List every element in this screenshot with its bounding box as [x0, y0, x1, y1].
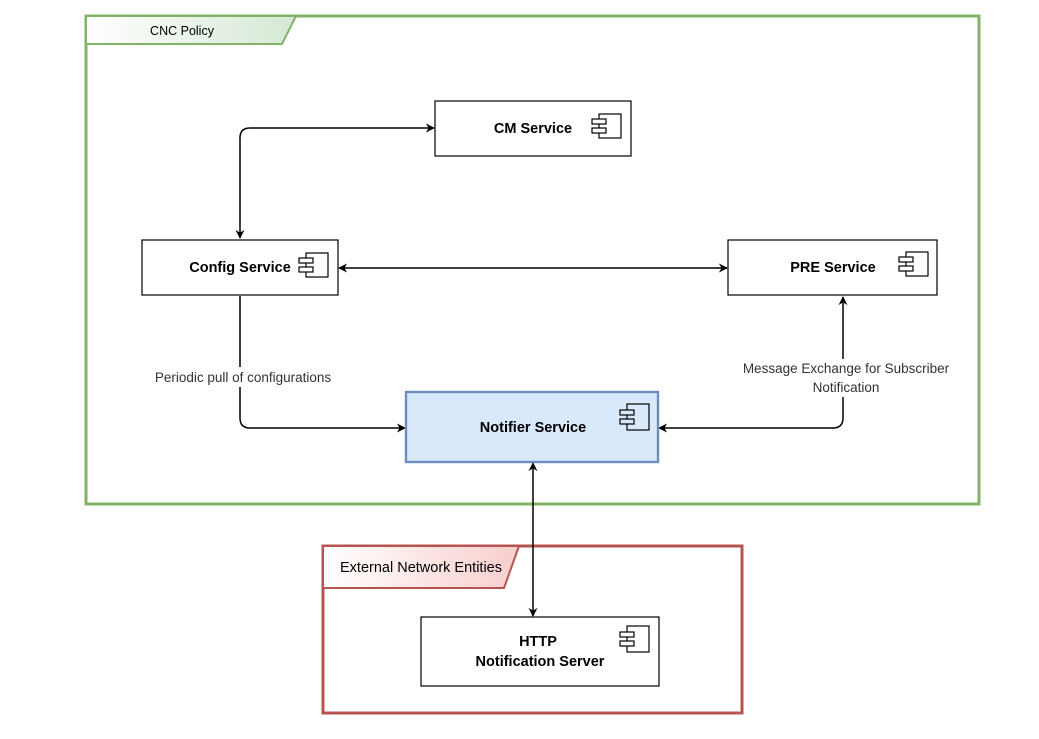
edge-config-notifier[interactable]	[239, 296, 406, 433]
group-external-tab	[322, 545, 521, 589]
edge-label-config-notifier: Periodic pull of configurations	[155, 370, 332, 385]
component-config-service-label: Config Service	[189, 260, 291, 276]
group-cnc-policy-tab	[85, 15, 298, 45]
component-pre-service[interactable]: PRE Service	[727, 239, 938, 296]
group-external-label: External Network Entities	[340, 560, 502, 576]
component-pre-service-label: PRE Service	[790, 260, 875, 276]
edge-label-bg	[140, 367, 346, 387]
uml-component-icon	[298, 252, 329, 278]
group-cnc-policy-label: CNC Policy	[150, 24, 215, 38]
edge-label-pre-notifier-line1: Message Exchange for Subscriber	[743, 361, 950, 376]
edge-pre-notifier[interactable]	[658, 296, 848, 433]
edge-label-bg	[726, 359, 966, 397]
component-http-notification-server[interactable]: HTTP Notification Server	[420, 616, 660, 687]
component-notifier-service-label: Notifier Service	[480, 420, 586, 436]
component-http-label-line2: Notification Server	[476, 654, 605, 670]
component-config-service[interactable]: Config Service	[141, 239, 339, 296]
edge-config-cm[interactable]	[235, 123, 435, 239]
uml-component-icon	[898, 251, 929, 277]
component-http-label-line1: HTTP	[519, 634, 557, 650]
uml-component-icon	[619, 625, 650, 653]
edges	[235, 123, 848, 617]
component-cm-service-label: CM Service	[494, 121, 572, 137]
uml-component-icon	[591, 113, 622, 139]
uml-component-icon	[619, 403, 650, 431]
component-notifier-service[interactable]: Notifier Service	[404, 390, 660, 464]
component-cm-service[interactable]: CM Service	[434, 100, 632, 157]
edge-label-pre-notifier-line2: Notification	[813, 380, 880, 395]
